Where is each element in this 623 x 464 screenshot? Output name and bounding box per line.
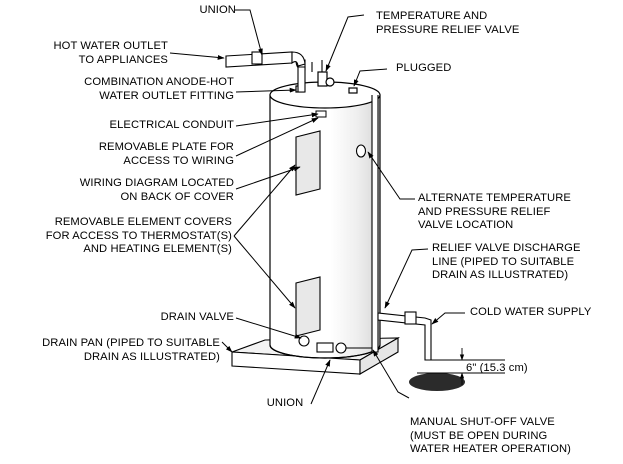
label-drain-pan: DRAIN PAN (PIPED TO SUITABLE DRAIN AS IL… xyxy=(42,337,220,363)
discharge-line xyxy=(371,95,379,353)
leader-lines xyxy=(169,9,465,405)
element-covers xyxy=(295,130,321,337)
label-discharge-line: RELIEF VALVE DISCHARGE LINE (PIPED TO SU… xyxy=(432,242,581,281)
label-shutoff-valve: MANUAL SHUT-OFF VALVE (MUST BE OPEN DURI… xyxy=(410,416,571,455)
tp-valve xyxy=(311,60,323,72)
dimension-marker xyxy=(417,348,505,385)
label-anode-fitting: COMBINATION ANODE-HOT WATER OUTLET FITTI… xyxy=(84,76,234,102)
label-union-bottom: UNION xyxy=(266,397,304,409)
label-dimension: 6" (15.3 cm) xyxy=(466,362,528,374)
label-tp-relief-valve: TEMPERATURE AND PRESSURE RELIEF VALVE xyxy=(376,10,520,36)
label-plugged: PLUGGED xyxy=(396,62,452,74)
label-wiring-diagram: WIRING DIAGRAM LOCATED ON BACK OF COVER xyxy=(79,177,234,203)
label-hot-water-outlet: HOT WATER OUTLET TO APPLIANCES xyxy=(53,40,168,66)
label-removable-plate: REMOVABLE PLATE FOR ACCESS TO WIRING xyxy=(98,141,234,167)
alternate-tp-opening xyxy=(355,144,367,158)
cold-water-piping xyxy=(377,311,432,361)
label-electrical-conduit: ELECTRICAL CONDUIT xyxy=(109,119,234,131)
floor-drain xyxy=(409,373,465,391)
hot-water-piping xyxy=(225,51,306,93)
label-alternate-tp: ALTERNATE TEMPERATURE AND PRESSURE RELIE… xyxy=(418,192,571,231)
water-heater-tank xyxy=(269,71,381,359)
label-drain-valve: DRAIN VALVE xyxy=(160,311,234,323)
label-cold-water-supply: COLD WATER SUPPLY xyxy=(470,306,592,318)
label-element-covers: REMOVABLE ELEMENT COVERS FOR ACCESS TO T… xyxy=(45,216,232,255)
drain-valve-art xyxy=(298,335,372,354)
label-union-top: UNION xyxy=(199,4,236,16)
